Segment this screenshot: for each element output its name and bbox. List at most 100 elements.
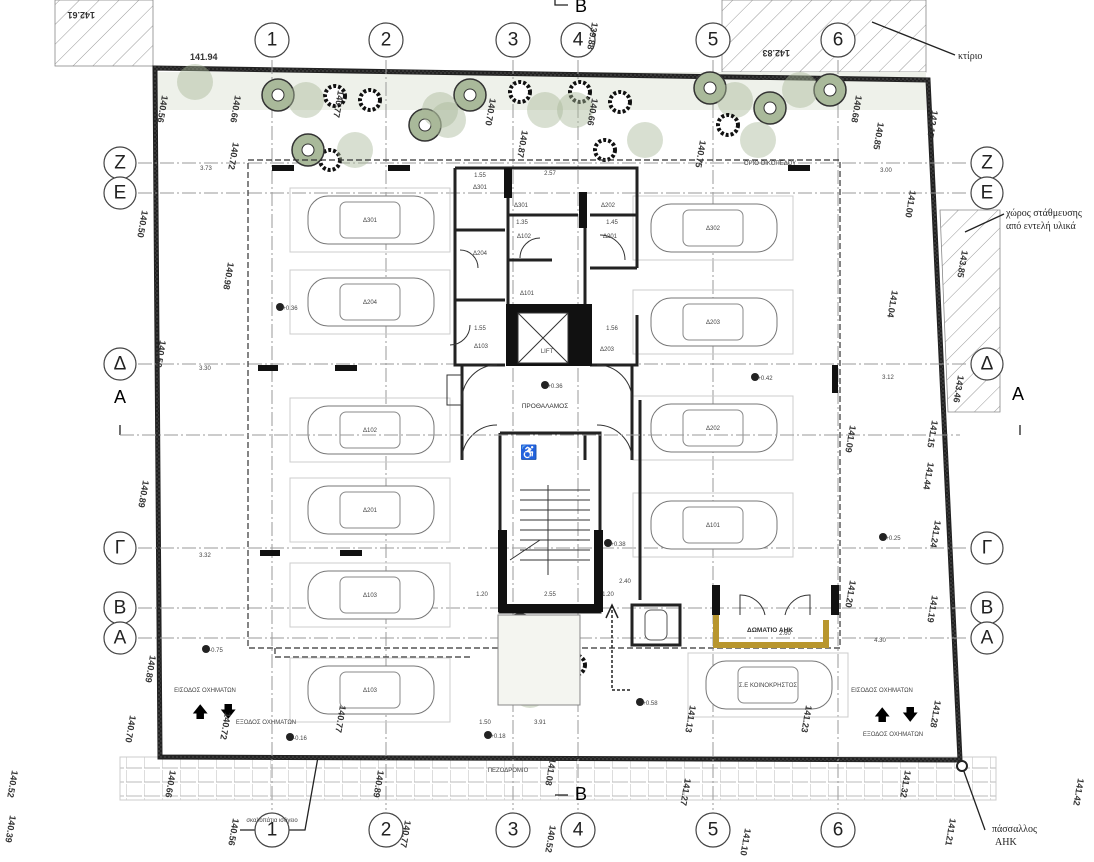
site-boundary-fill — [153, 66, 962, 762]
building-note: κτίριο — [958, 51, 982, 62]
vehicle-arrows: 🡅 🡇 🡅 🡇 — [192, 704, 918, 724]
spot-height: 142.17 — [925, 110, 940, 139]
parking-spaces: Δ301Δ204Δ102Δ201Δ103Δ103Δ302Δ203Δ202Δ101… — [289, 187, 849, 723]
dimension-label: 4.30 — [874, 638, 886, 644]
shrub-icon — [568, 80, 592, 104]
shrub-icon — [593, 138, 617, 162]
spot-height: 141.24 — [928, 520, 943, 549]
spot-height: 141.23 — [799, 705, 814, 734]
level-mark: +0.18 — [490, 734, 506, 740]
dimension-label: 1.45 — [606, 220, 618, 226]
level-mark-icon — [636, 698, 644, 706]
boundary-note: ΟΡΙΟ ΟΙΚΟΠΕΔΟΥ — [744, 161, 796, 167]
tree-canopy-icon — [422, 92, 458, 128]
axis-label-row: E — [114, 183, 127, 204]
axis-label-row: B — [981, 598, 994, 619]
steps-note: σκαλοπάτια ισόγειο — [246, 817, 298, 824]
section-marker-bottom-b: B — [575, 784, 587, 804]
storage-label-d203: Δ203 — [600, 347, 615, 353]
axis-label-col: 5 — [708, 820, 719, 841]
spot-height: 140.98 — [221, 262, 236, 291]
car-roof — [339, 576, 401, 614]
entrance-label-left: ΕΙΣΟΔΟΣ ΟΧΗΜΑΤΩΝ — [174, 688, 236, 694]
spot-height: 140.66 — [585, 98, 600, 127]
level-mark: +0.42 — [757, 376, 773, 382]
tree-canopy-icon — [288, 82, 324, 118]
axis-label-col: 2 — [381, 820, 392, 841]
parking-bay — [687, 652, 849, 718]
level-mark-icon — [484, 731, 492, 739]
spot-height: 141.21 — [943, 818, 958, 847]
level-mark: +0.36 — [282, 306, 298, 312]
storage-label-d103: Δ103 — [474, 344, 489, 350]
axis-label-row: A — [114, 628, 127, 649]
spot-height: 140.89 — [143, 655, 158, 684]
parking-bay — [289, 397, 451, 463]
axis-marker-row — [103, 176, 137, 210]
parking-space-label: Δ103 — [363, 593, 378, 599]
dimension-label: 2.55 — [544, 592, 556, 598]
dimension-label: 1.55 — [474, 173, 486, 179]
dimension-label: 3.30 — [199, 366, 211, 372]
spot-height: 141.42 — [1071, 778, 1086, 807]
axis-label-col: 1 — [267, 30, 278, 51]
axis-label-col: 1 — [267, 820, 278, 841]
axis-marker-col — [368, 22, 404, 58]
parking-bay — [289, 657, 451, 723]
car-roof — [339, 491, 401, 529]
spot-height: 140.75 — [693, 140, 708, 169]
spot-height: 140.68 — [849, 95, 864, 124]
axis-label-row: Δ — [981, 354, 994, 375]
axis-marker-col — [560, 812, 596, 848]
spot-height: 141.32 — [898, 770, 913, 799]
car-roof — [682, 506, 744, 544]
dimension-label: 3.12 — [882, 375, 894, 381]
shrub-icon — [323, 84, 347, 108]
spot-height: 140.66 — [163, 770, 178, 799]
level-mark: +0.38 — [610, 542, 626, 548]
level-mark-icon — [541, 381, 549, 389]
spot-height: 140.89 — [371, 770, 386, 799]
level-mark: -0.75 — [209, 648, 223, 654]
axis-marker-row — [970, 347, 1004, 381]
parking-space-label: Δ302 — [706, 226, 721, 232]
axis-label-col: 3 — [508, 820, 519, 841]
spot-height: 140.77 — [398, 820, 413, 849]
spot-height: 141.00 — [903, 190, 918, 219]
arrow-down-icon: 🡇 — [902, 707, 918, 724]
tree-canopy-icon — [177, 64, 213, 100]
axis-marker-col — [254, 22, 290, 58]
spot-height: 141.28 — [928, 700, 943, 729]
pavement-strip — [119, 756, 997, 801]
axis-label-col: 6 — [833, 30, 844, 51]
tree-trunk-icon — [301, 143, 315, 157]
leader-lines — [240, 21, 1005, 831]
tree-trunk-icon — [418, 118, 432, 132]
axis-label-row: Δ — [114, 354, 127, 375]
section-marker-right-a: A — [1012, 384, 1024, 404]
parking-bay — [632, 289, 794, 355]
entry-steps — [497, 614, 581, 706]
ahk-room-label: ΔΩΜΑΤΙΟ ΑΗΚ — [747, 627, 793, 634]
level-mark-icon — [202, 645, 210, 653]
level-mark-icon — [879, 533, 887, 541]
axis-marker-col — [560, 22, 596, 58]
parking-space-label: Δ101 — [706, 523, 721, 529]
parking-bay — [289, 562, 451, 628]
spot-height: 142.83 — [762, 48, 790, 58]
section-marker-left-a: A — [114, 387, 126, 407]
dimension-label: 3.32 — [199, 553, 211, 559]
axis-label-row: Γ — [982, 538, 992, 559]
dimension-label: 1.20 — [476, 592, 488, 598]
level-mark: +0.25 — [885, 536, 901, 542]
parking-space-label: Δ102 — [363, 428, 378, 434]
parking-space-label: Δ201 — [363, 508, 378, 514]
shrub-icon — [358, 88, 382, 112]
dimension-label: 1.35 — [516, 220, 528, 226]
spot-height: 141.08 — [543, 758, 558, 787]
spot-height: 141.27 — [678, 778, 693, 807]
axis-label-col: 4 — [573, 820, 584, 841]
spot-height: 140.85 — [871, 122, 886, 151]
axis-marker-row — [103, 531, 137, 565]
